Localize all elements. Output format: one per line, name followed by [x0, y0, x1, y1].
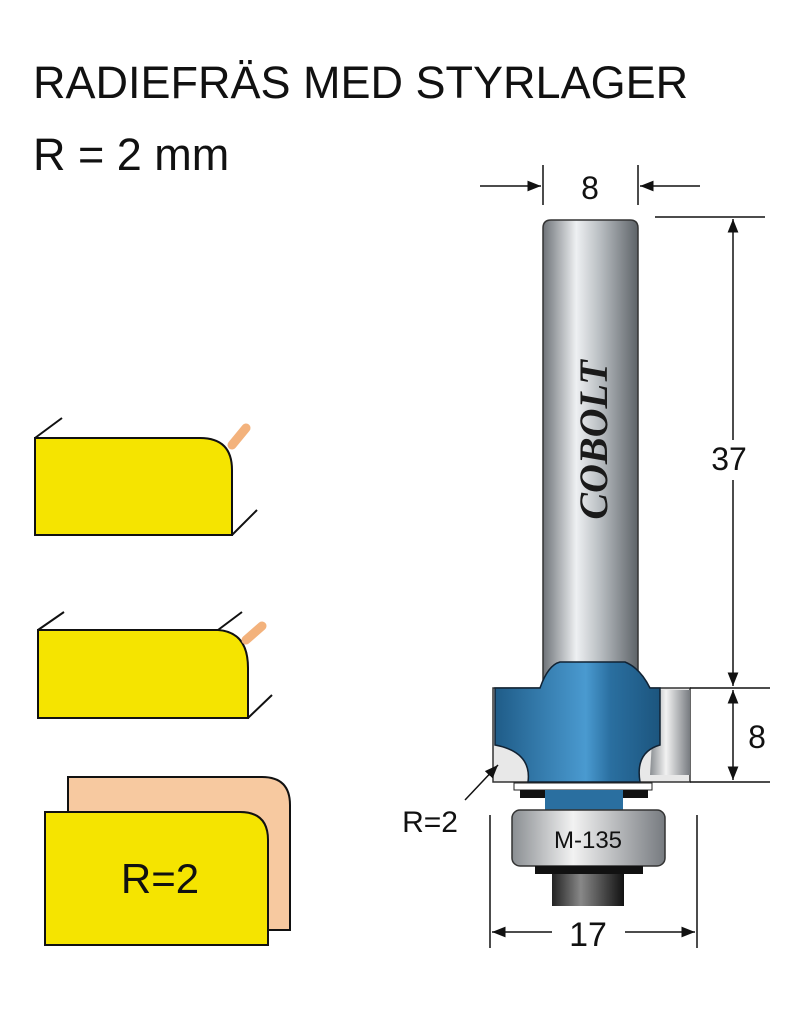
bearing-label: M-135	[554, 827, 622, 854]
shank	[542, 219, 639, 691]
cutter-body	[494, 661, 661, 783]
workpiece-routing	[37, 611, 273, 719]
dim-overall-diameter: 17	[569, 916, 607, 954]
radius-callout: R=2	[402, 806, 458, 839]
profile-result: R=2	[44, 776, 291, 946]
dim-cutting-height: 8	[748, 719, 766, 755]
subtitle-radius: R = 2 mm	[33, 129, 229, 180]
dim-shank-length: 37	[711, 441, 747, 477]
workpiece-before	[34, 417, 258, 536]
router-bit: COBOLT M-135	[492, 219, 691, 906]
title: RADIEFRÄS MED STYRLAGER	[33, 57, 688, 108]
brand-label: COBOLT	[571, 359, 616, 520]
dim-shank-diameter: 8	[581, 170, 599, 206]
profile-label: R=2	[121, 855, 199, 902]
bearing-screw	[552, 874, 624, 906]
